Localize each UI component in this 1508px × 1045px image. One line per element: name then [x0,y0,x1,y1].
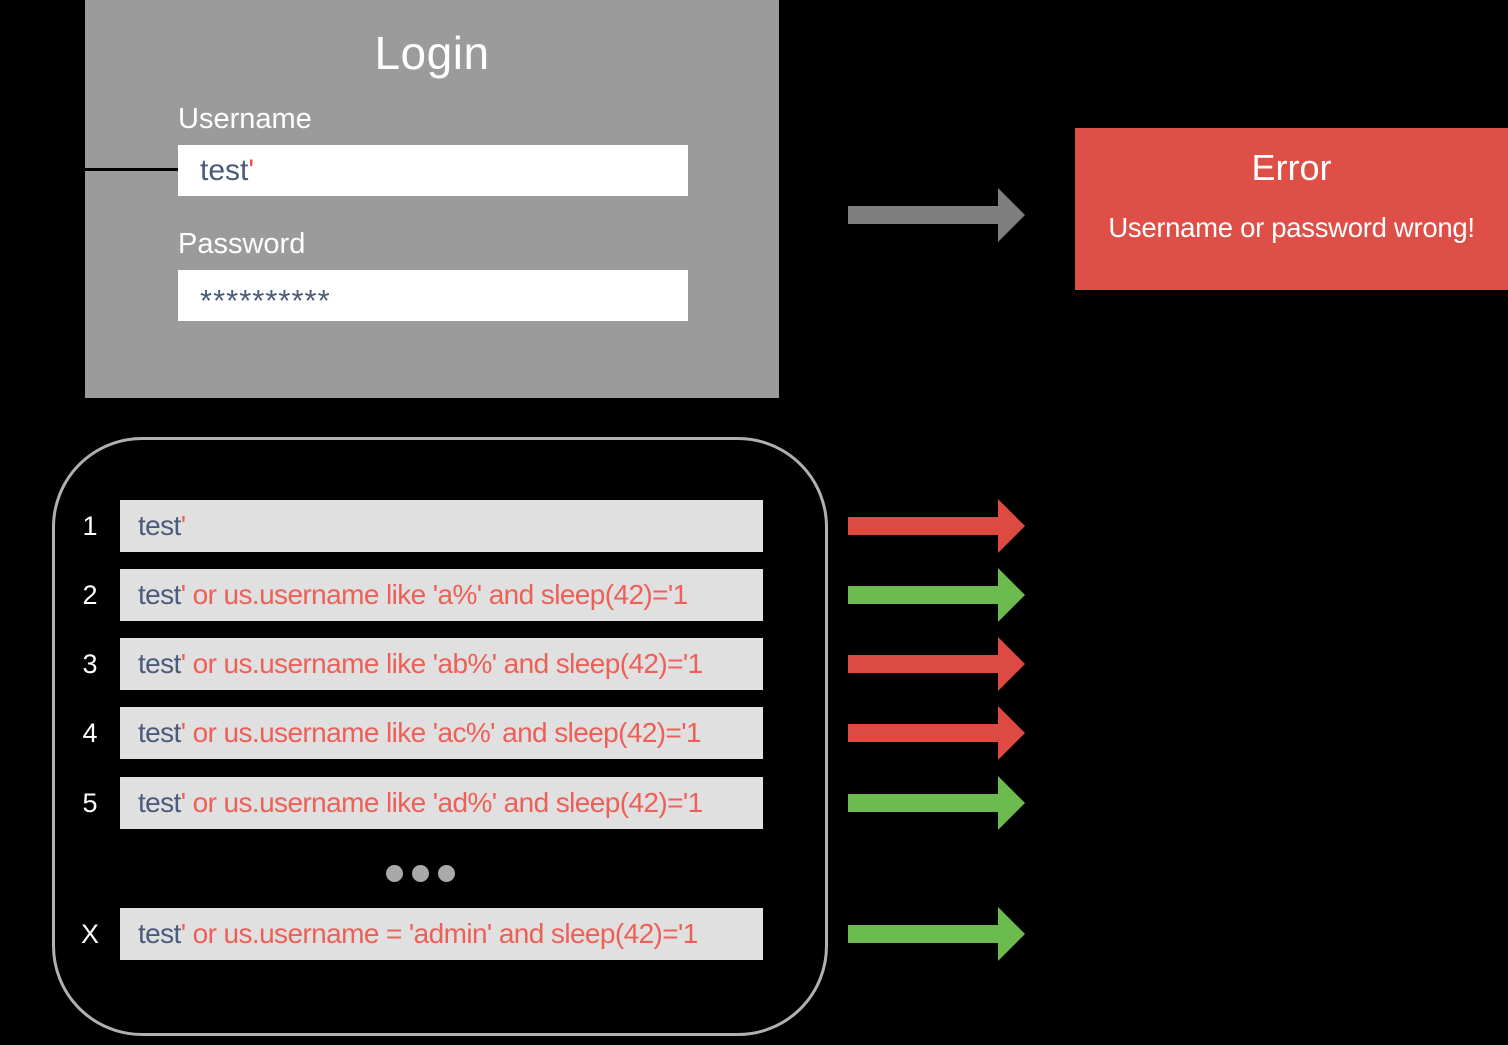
error-title: Error [1251,147,1332,188]
payload-injection: ' or us.username like 'ad%' and sleep(42… [180,787,703,818]
payload-row: 2 test' or us.username like 'a%' and sle… [78,568,1026,622]
username-injected-quote: ' [248,153,255,187]
attempt-number: 5 [82,787,98,818]
payload-row: 3 test' or us.username like 'ab%' and sl… [78,637,1026,691]
result-arrow-icon [848,568,1025,622]
payload-injection: ' [180,510,186,541]
payload-prefix: test [138,787,181,818]
payload-input-box: test' or us.username like 'ac%' and slee… [120,707,763,759]
attempt-number: 3 [82,648,98,679]
payload-injection: ' or us.username = 'admin' and sleep(42)… [180,918,699,949]
payload-row: 1 test' [78,499,1026,553]
payload-input-box: test' or us.username like 'a%' and sleep… [120,569,763,621]
connector-line [85,168,178,171]
payload-input-box: test' [120,500,763,552]
payload-prefix: test [138,918,181,949]
payload-input-box: test' or us.username like 'ab%' and slee… [120,638,763,690]
payload-row: 4 test' or us.username like 'ac%' and sl… [78,706,1026,760]
ellipsis-dot [438,865,455,882]
username-value: test [200,153,249,187]
result-arrow-icon [848,907,1025,961]
payload-input-box: test' or us.username like 'ad%' and slee… [120,777,763,829]
password-label: Password [178,228,306,260]
ellipsis-dot [412,865,429,882]
attempt-number: 2 [82,579,98,610]
login-title: Login [374,27,490,79]
attempt-number: 1 [82,510,98,541]
payload-injection: ' or us.username like 'ab%' and sleep(42… [180,648,703,679]
payload-prefix: test [138,579,181,610]
payload-prefix: test [138,510,181,541]
payload-injection: ' or us.username like 'ac%' and sleep(42… [180,717,702,748]
username-label: Username [178,103,312,135]
attempt-number: X [80,918,99,949]
payload-row: X test' or us.username = 'admin' and sle… [78,907,1026,961]
attempt-number: 4 [82,717,98,748]
login-form-panel: Login Username test' Password ********** [85,0,779,398]
login-to-error-arrow-icon [848,188,1025,242]
payload-input-box: test' or us.username = 'admin' and sleep… [120,908,763,960]
password-value: ********** [200,282,331,318]
result-arrow-icon [848,706,1025,760]
payload-prefix: test [138,648,181,679]
result-arrow-icon [848,776,1025,830]
username-input: test' [178,145,688,196]
result-arrow-icon [848,499,1025,553]
payload-container [52,437,828,1036]
payload-prefix: test [138,717,181,748]
ellipsis-dot [386,865,403,882]
error-box: Error Username or password wrong! [1075,128,1508,290]
ellipsis-dots [386,865,455,882]
error-message: Username or password wrong! [1108,212,1475,243]
password-input: ********** [178,270,688,321]
result-arrow-icon [848,637,1025,691]
payload-row: 5 test' or us.username like 'ad%' and sl… [78,776,1026,830]
payload-injection: ' or us.username like 'a%' and sleep(42)… [180,579,688,610]
